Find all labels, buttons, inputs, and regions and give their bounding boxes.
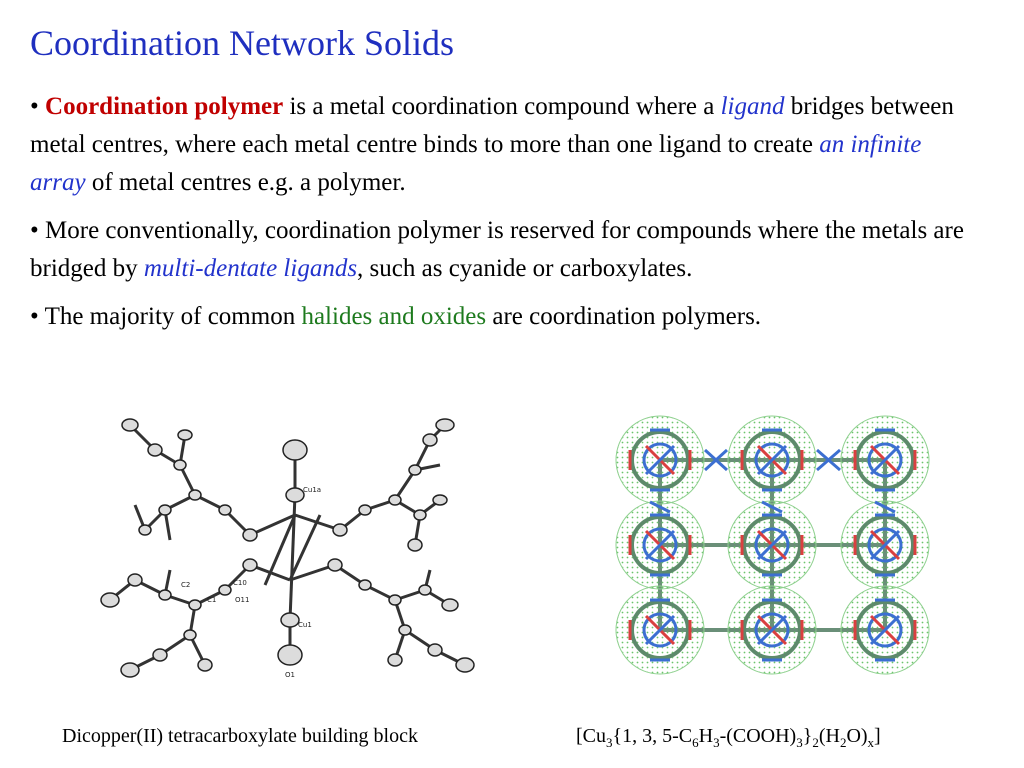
caption-dicopper: Dicopper(II) tetracarboxylate building b… (62, 725, 418, 747)
atom-label-c10: C10 (233, 579, 247, 587)
term-halides-oxides: halides and oxides (301, 303, 487, 330)
term-multi-dentate: multi-dentate ligands (143, 255, 358, 282)
coordination-network-figure (614, 414, 931, 676)
bullet-text: bridges between metal centres, where eac… (30, 93, 954, 158)
dicopper-structure-figure: Cu1a Cu1 C10 O11 C2 C1 O1 (100, 418, 475, 679)
bullet-text: , such as cyanide or carboxylates. (357, 255, 693, 282)
bullet-text: of metal centres e.g. a polymer. (85, 169, 406, 196)
slide-title: Coordination Network Solids (30, 23, 454, 63)
atom-label-o11: O11 (235, 596, 249, 604)
bullet-mark: • (30, 303, 39, 330)
bullet-list: • Coordination polymer is a metal coordi… (30, 88, 980, 346)
bullet-coordination-polymer: • Coordination polymer is a metal coordi… (30, 88, 980, 202)
atom-label-cu1: Cu1 (298, 621, 312, 629)
bullet-mark: • (30, 217, 39, 244)
bullet-text: The majority of common (38, 303, 302, 330)
term-coordination-polymer: Coordination polymer (45, 93, 284, 120)
bullet-text: is a metal coordination compound where a (283, 93, 721, 120)
bullet-mark: • (30, 93, 39, 120)
atom-label-c1: C1 (207, 596, 216, 604)
term-ligand: ligand (720, 93, 785, 120)
bullet-text: More conventionally, coordination polyme… (30, 217, 964, 282)
atom-label-cu1a: Cu1a (303, 486, 321, 494)
caption-formula: [Cu3{1, 3, 5-C6H3-(COOH)3}2(H2O)x] (576, 725, 881, 750)
term-infinite-array: an infinite array (30, 131, 922, 196)
atom-label-o1: O1 (285, 671, 295, 679)
bullet-conventional: • More conventionally, coordination poly… (30, 212, 980, 288)
atom-label-c2: C2 (181, 581, 190, 589)
bullet-halides: • The majority of common halides and oxi… (30, 298, 980, 336)
bullet-text: are coordination polymers. (486, 303, 762, 330)
